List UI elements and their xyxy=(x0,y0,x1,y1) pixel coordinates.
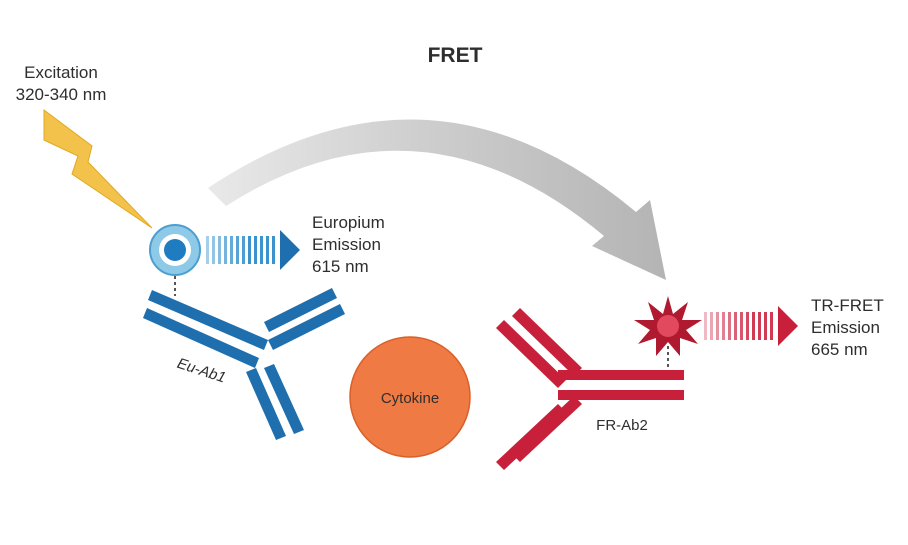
trfret-emission-line3: 665 nm xyxy=(811,340,868,359)
europium-emission-line1: Europium xyxy=(312,213,385,232)
lightning-bolt-icon xyxy=(43,109,153,229)
acceptor-star-icon xyxy=(634,296,702,356)
fr-ab2-antibody xyxy=(496,308,684,470)
europium-donor-icon xyxy=(149,224,201,276)
excitation-label-line1: Excitation xyxy=(24,63,98,82)
trfret-emission-line2: Emission xyxy=(811,318,880,337)
excitation-label-line2: 320-340 nm xyxy=(16,85,107,104)
cytokine-label: Cytokine xyxy=(381,390,439,407)
europium-emission-arrow xyxy=(206,230,300,270)
europium-emission-line3: 615 nm xyxy=(312,257,369,276)
trfret-emission-line1: TR-FRET xyxy=(811,296,884,315)
eu-ab1-label: Eu-Ab1 xyxy=(175,355,228,387)
fret-title: FRET xyxy=(428,44,483,67)
trfret-emission-arrow xyxy=(704,306,798,346)
fr-ab2-label: FR-Ab2 xyxy=(596,417,648,434)
eu-ab1-antibody xyxy=(143,288,345,440)
europium-emission-line2: Emission xyxy=(312,235,381,254)
fret-arrow xyxy=(208,119,666,281)
cytokine-circle xyxy=(349,336,471,458)
